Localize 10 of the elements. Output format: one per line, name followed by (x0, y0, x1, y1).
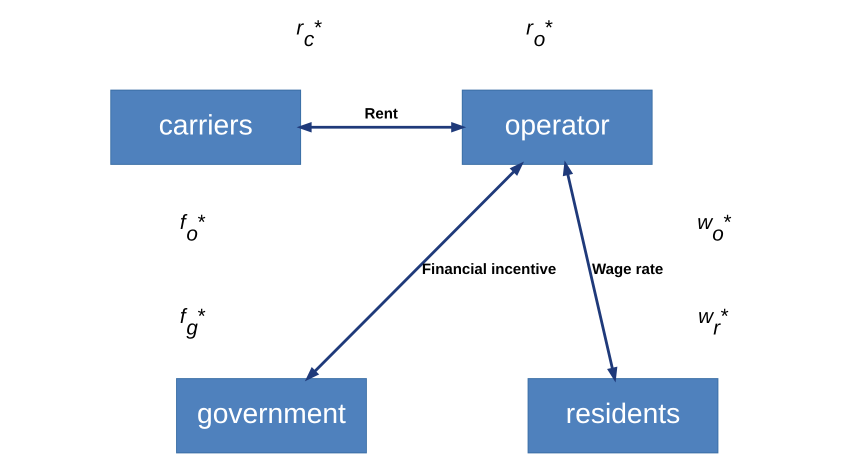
arrow (562, 160, 617, 383)
edge-label: Rent (364, 106, 398, 123)
arrow (296, 122, 466, 133)
node-box: government (176, 378, 366, 454)
edge-label: Wage rate (591, 261, 663, 278)
arrow (304, 161, 524, 382)
node-box: carriers (110, 90, 301, 165)
node-box: operator (461, 90, 652, 165)
node-box: residents (527, 378, 718, 454)
edge-label: Financial incentive (421, 261, 556, 278)
